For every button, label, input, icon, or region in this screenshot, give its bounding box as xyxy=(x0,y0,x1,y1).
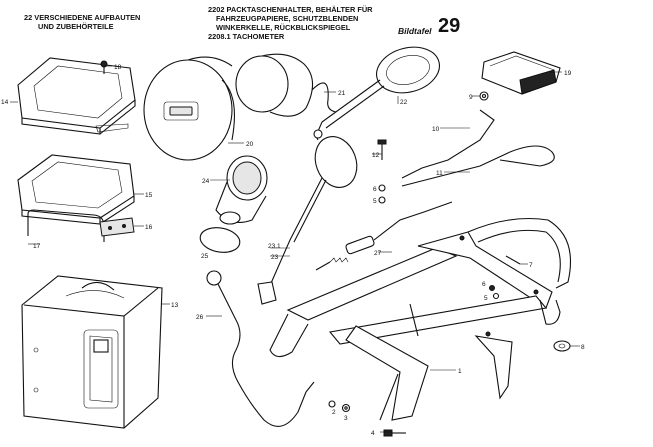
callout-25: 25 xyxy=(201,253,209,260)
callout-3: 3 xyxy=(344,415,348,422)
part-6-nut-right xyxy=(489,285,495,291)
callout-6-right: 6 xyxy=(482,281,486,288)
callout-6: 6 xyxy=(373,186,377,193)
part-6-nut xyxy=(378,184,386,192)
callout-24: 24 xyxy=(202,178,210,185)
callout-14: 14 xyxy=(1,99,9,106)
callout-4: 4 xyxy=(371,430,375,437)
part-12-bolt xyxy=(377,139,387,160)
part-26-speedo-cable xyxy=(206,270,315,427)
part-22-mirror-plate xyxy=(313,46,440,141)
part-4-bolt xyxy=(383,429,406,437)
callout-numbers: 18 14 20 21 22 9 19 10 12 24 11 15 6 5 1… xyxy=(1,64,585,437)
plate-label: Bildtafel xyxy=(398,26,432,36)
part-19-folded-pouch xyxy=(481,51,561,95)
part-23-round-mirror xyxy=(257,136,358,305)
callout-7: 7 xyxy=(529,262,533,269)
callout-9: 9 xyxy=(469,94,473,101)
part-13-document-case xyxy=(21,275,163,429)
callout-13: 13 xyxy=(171,302,179,309)
callout-23-1: 23.1 xyxy=(268,243,281,250)
callout-1: 1 xyxy=(458,368,462,375)
callout-8: 8 xyxy=(581,344,585,351)
callout-5: 5 xyxy=(373,198,377,205)
section-title-line-1: 22 VERSCHIEDENE AUFBAUTEN xyxy=(24,13,141,22)
callout-17: 17 xyxy=(33,243,41,250)
callout-leader-lines xyxy=(10,65,580,433)
group-description-line-1: 2202 PACKTASCHENHALTER, BEHÄLTER FÜR xyxy=(208,5,373,14)
part-14-cushion xyxy=(17,57,136,135)
callout-19: 19 xyxy=(564,70,572,77)
group-description: 2202 PACKTASCHENHALTER, BEHÄLTER FÜR FAH… xyxy=(208,5,373,41)
part-11-rod xyxy=(401,145,555,187)
part-15-cushion-frame xyxy=(17,154,135,225)
callout-27: 27 xyxy=(374,250,382,257)
part-27-spring-cable xyxy=(315,201,453,271)
part-25-gasket-ring xyxy=(199,227,241,253)
group-description-line-3: WINKERKELLE, RÜCKBLICKSPIEGEL xyxy=(216,23,351,32)
callout-2: 2 xyxy=(332,409,336,416)
group-description-line-4: 2208.1 TACHOMETER xyxy=(208,32,285,41)
part-5-washer xyxy=(378,196,386,204)
part-1-carrier-frame xyxy=(269,218,572,421)
callout-20: 20 xyxy=(246,141,254,148)
callout-18: 18 xyxy=(114,64,122,71)
group-description-line-2: FAHRZEUGPAPIERE, SCHUTZBLENDEN xyxy=(216,14,359,23)
section-title-line-2: UND ZUBEHÖRTEILE xyxy=(38,22,114,31)
part-20-pouch-large xyxy=(143,56,235,161)
part-3-nut xyxy=(341,403,351,413)
callout-16: 16 xyxy=(145,224,153,231)
plate-number: 29 xyxy=(438,15,461,37)
callout-26: 26 xyxy=(196,314,204,321)
callout-5-right: 5 xyxy=(484,295,488,302)
part-18-screw xyxy=(100,60,108,74)
part-21-pouch-small xyxy=(235,53,337,117)
callout-22: 22 xyxy=(400,99,408,106)
callout-11: 11 xyxy=(436,170,443,177)
callout-12: 12 xyxy=(372,152,380,159)
callout-15: 15 xyxy=(145,192,153,199)
callout-10: 10 xyxy=(432,126,440,133)
part-5-washer-right xyxy=(492,292,500,300)
part-2-screw xyxy=(328,400,336,408)
section-title: 22 VERSCHIEDENE AUFBAUTEN UND ZUBEHÖRTEI… xyxy=(24,13,140,31)
part-16-bracket xyxy=(99,217,135,237)
part-8-grommet xyxy=(553,340,571,352)
part-9-washer xyxy=(479,91,489,101)
part-24-speedometer xyxy=(215,155,268,225)
callout-23: 23 xyxy=(271,254,279,261)
callout-21: 21 xyxy=(338,90,346,97)
part-7-screw xyxy=(505,255,521,265)
part-10-rod xyxy=(401,109,495,179)
